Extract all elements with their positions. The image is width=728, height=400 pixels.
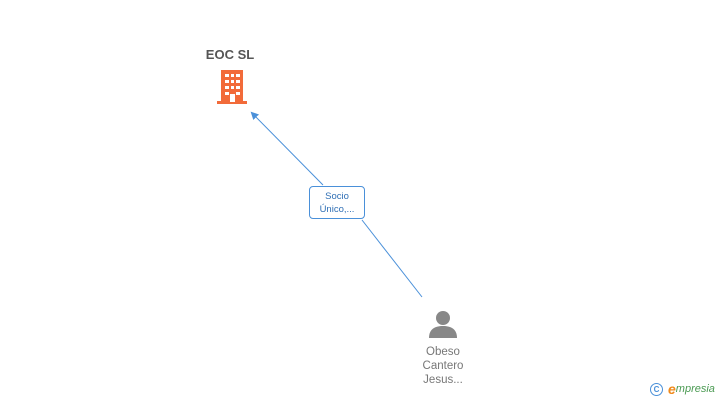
edge-arrow-line [250,111,324,186]
edge-line [361,219,423,298]
brand-initial: e [668,381,676,397]
relation-label[interactable]: Socio Único,... [309,186,365,219]
person-icon[interactable] [428,310,458,338]
building-icon[interactable] [216,69,248,105]
brand-name: mpresia [675,383,715,395]
relation-line-1: Socio [325,191,349,202]
relation-line-2: Único,... [319,204,355,215]
person-name[interactable]: Obeso Cantero Jesus... [422,346,464,386]
copyright-icon: C [650,382,663,396]
company-name[interactable]: EOC SL [205,47,255,62]
